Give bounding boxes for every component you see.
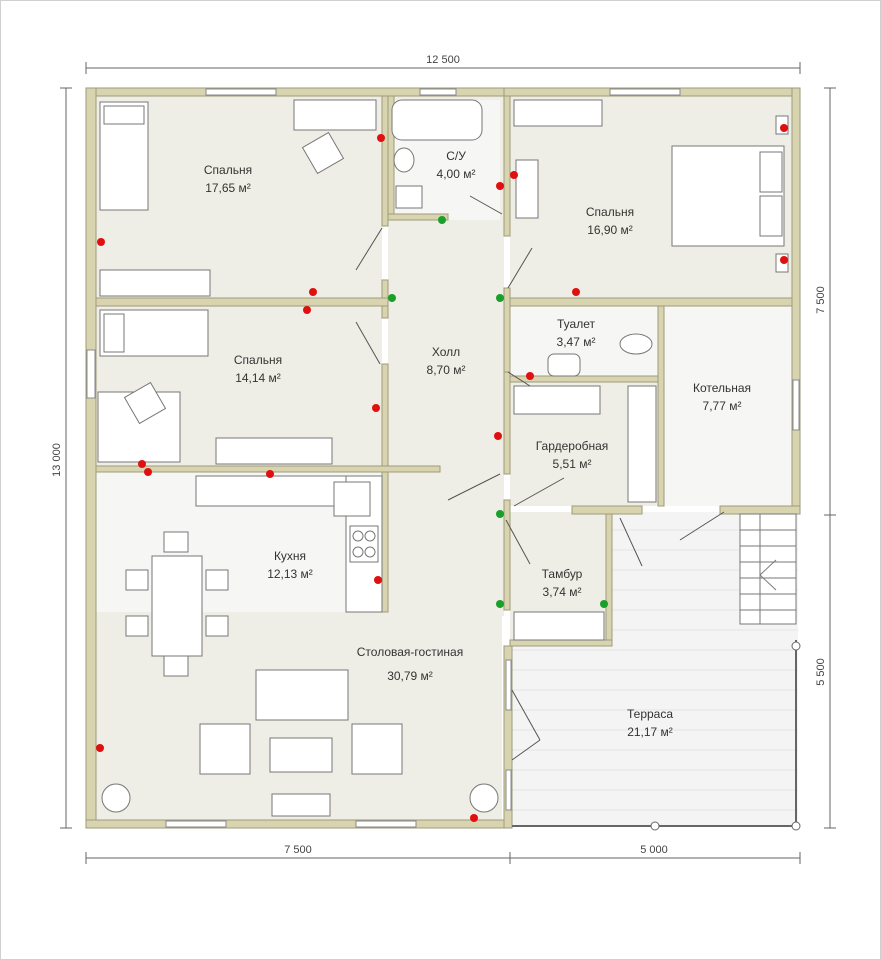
room-name-bathroom: С/У — [446, 149, 466, 163]
room-area-living: 30,79 м² — [387, 669, 433, 683]
green-marker-icon — [496, 510, 504, 518]
dim-bottom-left: 7 500 — [284, 844, 312, 856]
room-area-bedroom3: 14,14 м² — [235, 371, 281, 385]
stove-icon — [349, 525, 379, 563]
tv-stand-icon — [271, 793, 331, 817]
red-marker-icon — [266, 470, 274, 478]
windows — [86, 88, 800, 828]
stairs — [739, 513, 797, 625]
room-area-bedroom2: 16,90 м² — [587, 223, 633, 237]
room-name-bedroom2: Спальня — [586, 205, 634, 219]
dim-top: 12 500 — [426, 54, 460, 66]
red-marker-icon — [470, 814, 478, 822]
door-swings — [355, 195, 725, 761]
armchair-icon — [199, 723, 251, 775]
red-marker-icon — [138, 460, 146, 468]
red-marker-icon — [144, 468, 152, 476]
coffee-table-icon — [269, 737, 333, 773]
green-marker-icon — [496, 294, 504, 302]
room-area-vestibule: 3,74 м² — [543, 585, 582, 599]
sink-icon — [395, 185, 423, 209]
room-name-vestibule: Тамбур — [542, 567, 583, 581]
dim-bottom-right: 5 000 — [640, 844, 668, 856]
green-marker-icon — [496, 600, 504, 608]
dimension-lines — [60, 62, 836, 864]
room-labels: Спальня 17,65 м² С/У 4,00 м² Спальня 16,… — [204, 149, 751, 739]
red-marker-icon — [526, 372, 534, 380]
room-name-wardrobe: Гардеробная — [536, 439, 609, 453]
red-marker-icon — [97, 238, 105, 246]
armchair-icon — [351, 723, 403, 775]
red-marker-icon — [309, 288, 317, 296]
room-name-hall: Холл — [432, 345, 460, 359]
room-area-boiler: 7,77 м² — [703, 399, 742, 413]
room-name-bedroom3: Спальня — [234, 353, 282, 367]
wardrobe-icon — [513, 99, 603, 127]
wardrobe-icon — [513, 611, 605, 641]
red-marker-icon — [377, 134, 385, 142]
room-area-kitchen: 12,13 м² — [267, 567, 313, 581]
dim-right-upper: 7 500 — [815, 286, 827, 314]
room-area-bathroom: 4,00 м² — [437, 167, 476, 181]
room-area-hall: 8,70 м² — [427, 363, 466, 377]
sink-icon — [547, 353, 581, 377]
room-name-toilet: Туалет — [557, 317, 595, 331]
green-marker-icon — [600, 600, 608, 608]
red-marker-icon — [96, 744, 104, 752]
dim-right-lower: 5 500 — [815, 658, 827, 686]
chair-icon — [123, 381, 167, 425]
toilet-icon — [619, 333, 653, 355]
dim-left: 13 000 — [51, 443, 63, 477]
green-marker-icon — [438, 216, 446, 224]
red-marker-icon — [572, 288, 580, 296]
room-name-kitchen: Кухня — [274, 549, 306, 563]
red-marker-icon — [510, 171, 518, 179]
red-marker-icon — [780, 256, 788, 264]
bathtub-icon — [391, 99, 483, 141]
plant-icon — [469, 783, 499, 813]
red-marker-icon — [374, 576, 382, 584]
red-marker-icon — [780, 124, 788, 132]
red-marker-icon — [372, 404, 380, 412]
green-marker-icon — [388, 294, 396, 302]
radiator-icon — [515, 159, 539, 219]
red-marker-icon — [303, 306, 311, 314]
wardrobe-icon — [99, 269, 211, 297]
furniture — [97, 99, 789, 817]
annotation-markers — [96, 124, 788, 822]
room-name-bedroom1: Спальня — [204, 163, 252, 177]
room-area-toilet: 3,47 м² — [557, 335, 596, 349]
chair-icon — [301, 131, 345, 175]
room-name-terrace: Терраса — [627, 707, 673, 721]
room-area-wardrobe: 5,51 м² — [553, 457, 592, 471]
red-marker-icon — [494, 432, 502, 440]
red-marker-icon — [496, 182, 504, 190]
desk-icon — [293, 99, 377, 131]
plant-icon — [101, 783, 131, 813]
room-area-terrace: 21,17 м² — [627, 725, 673, 739]
wardrobe-icon — [215, 437, 333, 465]
toilet-icon — [393, 147, 415, 173]
sink-icon — [333, 481, 371, 517]
room-name-living: Столовая-гостиная — [357, 645, 463, 659]
room-name-boiler: Котельная — [693, 381, 751, 395]
dining-table-icon — [151, 555, 203, 657]
wardrobe-icon — [627, 385, 657, 503]
sofa-icon — [255, 669, 349, 721]
room-area-bedroom1: 17,65 м² — [205, 181, 251, 195]
terrace-railing — [512, 640, 801, 831]
wardrobe-icon — [513, 385, 601, 415]
